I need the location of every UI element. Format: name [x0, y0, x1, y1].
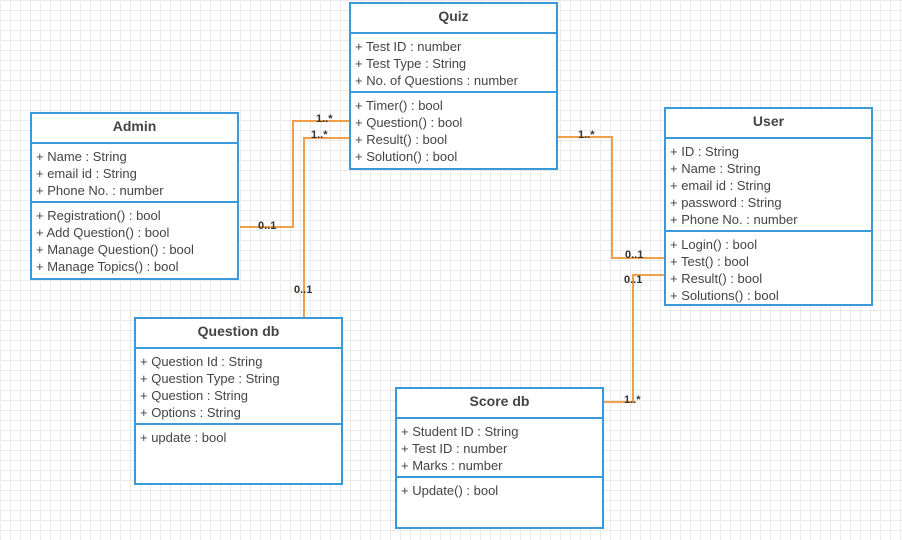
class-admin-attributes: + Name : String + email id : String + Ph… — [32, 144, 237, 203]
method: + Result() : bool — [355, 132, 448, 147]
class-user-attributes: + ID : String + Name : String + email id… — [666, 139, 871, 232]
attribute: + Name : String — [670, 161, 761, 176]
attribute: + Name : String — [36, 149, 127, 164]
method: + Timer() : bool — [355, 98, 443, 113]
method: + Add Question() : bool — [36, 225, 170, 240]
class-score-db[interactable]: Score db + Student ID : String + Test ID… — [395, 387, 604, 529]
multiplicity-admin-end: 0..1 — [258, 220, 277, 232]
attribute: + Phone No. : number — [36, 183, 164, 198]
attribute: + Student ID : String — [401, 424, 519, 439]
class-question-db-methods: + update : bool — [136, 425, 341, 448]
class-quiz-name: Quiz — [351, 4, 556, 34]
class-score-db-methods: + Update() : bool — [397, 478, 602, 501]
attribute: + Phone No. : number — [670, 212, 798, 227]
class-question-db-name: Question db — [136, 319, 341, 349]
method: + Solutions() : bool — [670, 288, 779, 303]
method: + Update() : bool — [401, 483, 499, 498]
attribute: + Question : String — [140, 388, 249, 403]
class-admin-methods: + Registration() : bool + Add Question()… — [32, 203, 237, 277]
class-score-db-attributes: + Student ID : String + Test ID : number… — [397, 419, 602, 478]
method: + Test() : bool — [670, 254, 749, 269]
attribute: + Options : String — [140, 405, 241, 420]
quiz-user-association[interactable] — [558, 136, 664, 259]
attribute: + Test Type : String — [355, 56, 467, 71]
class-admin-name: Admin — [32, 114, 237, 144]
class-score-db-name: Score db — [397, 389, 602, 419]
method: + Registration() : bool — [36, 208, 161, 223]
method: + Result() : bool — [670, 271, 763, 286]
class-quiz-attributes: + Test ID : number + Test Type : String … — [351, 34, 556, 93]
attribute: + ID : String — [670, 144, 739, 159]
method: + Login() : bool — [670, 237, 758, 252]
method: + Manage Topics() : bool — [36, 259, 179, 274]
questiondb-quiz-association[interactable] — [303, 137, 349, 317]
class-question-db-attributes: + Question Id : String + Question Type :… — [136, 349, 341, 425]
multiplicity-qdb-end: 0..1 — [294, 284, 313, 296]
attribute: + Test ID : number — [355, 39, 462, 54]
attribute: + No. of Questions : number — [355, 73, 518, 88]
class-quiz[interactable]: Quiz + Test ID : number + Test Type : St… — [349, 2, 558, 170]
method: + Solution() : bool — [355, 149, 458, 164]
method: + Question() : bool — [355, 115, 463, 130]
multiplicity-quiz-admin-end: 1..* — [316, 113, 333, 125]
multiplicity-user-score-end: 0..1 — [624, 274, 643, 286]
class-user[interactable]: User + ID : String + Name : String + ema… — [664, 107, 873, 306]
class-user-name: User — [666, 109, 871, 139]
attribute: + email id : String — [36, 166, 137, 181]
method: + Manage Question() : bool — [36, 242, 194, 257]
multiplicity-quiz-qdb-end: 1..* — [311, 129, 328, 141]
attribute: + Question Type : String — [140, 371, 280, 386]
attribute: + Question Id : String — [140, 354, 263, 369]
method: + update : bool — [140, 430, 227, 445]
attribute: + email id : String — [670, 178, 771, 193]
attribute: + Marks : number — [401, 458, 503, 473]
class-question-db[interactable]: Question db + Question Id : String + Que… — [134, 317, 343, 485]
multiplicity-user-quiz-end: 0..1 — [625, 249, 644, 261]
admin-quiz-association[interactable] — [240, 120, 349, 228]
class-quiz-methods: + Timer() : bool + Question() : bool + R… — [351, 93, 556, 167]
multiplicity-score-end: 1..* — [624, 394, 641, 406]
multiplicity-quiz-user-end: 1..* — [578, 129, 595, 141]
class-admin[interactable]: Admin + Name : String + email id : Strin… — [30, 112, 239, 280]
user-scoredb-association[interactable] — [604, 274, 664, 403]
attribute: + Test ID : number — [401, 441, 508, 456]
attribute: + password : String — [670, 195, 782, 210]
class-user-methods: + Login() : bool + Test() : bool + Resul… — [666, 232, 871, 306]
